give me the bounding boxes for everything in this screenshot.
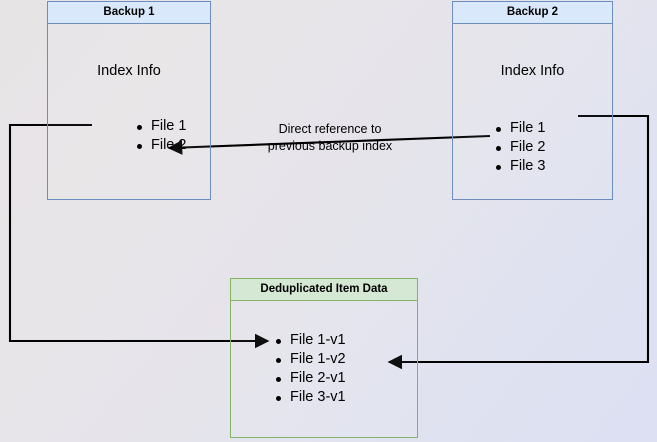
node-backup-2-header: Backup 2 — [453, 2, 612, 24]
list-item: File 1-v1 — [273, 331, 346, 350]
dedup-file-list: File 1-v1 File 1-v2 File 2-v1 File 3-v1 — [273, 331, 346, 407]
edge-label-direct-reference: Direct reference to previous backup inde… — [246, 121, 414, 155]
node-dedup-body: File 1-v1 File 1-v2 File 2-v1 File 3-v1 — [231, 301, 417, 437]
node-backup-2-body: Index Info File 1 File 2 File 3 — [453, 24, 612, 199]
list-item: File 2-v1 — [273, 369, 346, 388]
node-backup-1-body: Index Info File 1 File 2 — [48, 24, 210, 199]
node-backup-2[interactable]: Backup 2 Index Info File 1 File 2 File 3 — [452, 1, 613, 200]
list-item: File 3 — [493, 157, 545, 176]
backup-1-index-info-label: Index Info — [97, 63, 161, 79]
list-item: File 1 — [493, 119, 545, 138]
list-item: File 1-v2 — [273, 350, 346, 369]
node-dedup-header: Deduplicated Item Data — [231, 279, 417, 301]
backup-2-index-info-label: Index Info — [500, 63, 565, 79]
node-deduplicated-item-data[interactable]: Deduplicated Item Data File 1-v1 File 1-… — [230, 278, 418, 438]
edge-label-line-1: Direct reference to — [278, 122, 382, 136]
backup-1-file-list: File 1 File 2 — [134, 117, 186, 155]
list-item: File 3-v1 — [273, 388, 346, 407]
list-item: File 2 — [134, 136, 186, 155]
node-backup-1-header: Backup 1 — [48, 2, 210, 24]
edge-label-line-2: previous backup index — [267, 139, 393, 153]
list-item: File 1 — [134, 117, 186, 136]
backup-2-file-list: File 1 File 2 File 3 — [493, 119, 545, 176]
node-backup-1[interactable]: Backup 1 Index Info File 1 File 2 — [47, 1, 211, 200]
list-item: File 2 — [493, 138, 545, 157]
